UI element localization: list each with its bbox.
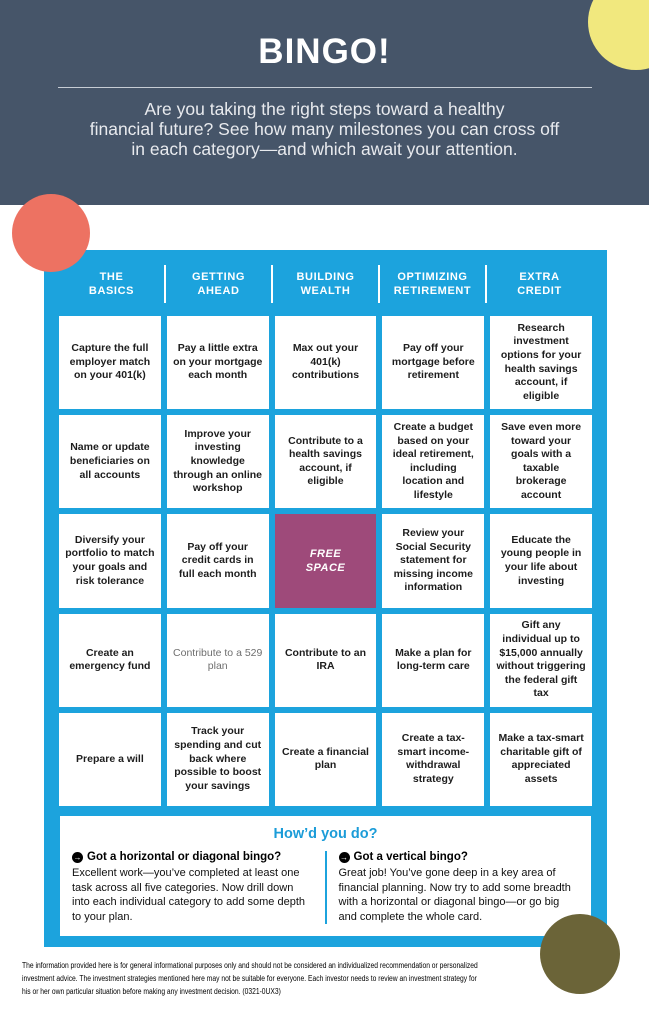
- column-header-optimizing-retirement: OPTIMIZING RETIREMENT: [393, 270, 472, 297]
- results-left-body: Excellent work—you’ve completed at least…: [72, 867, 305, 923]
- bingo-cell: Make a tax-smart charitable gift of appr…: [490, 712, 592, 806]
- arrow-right-circle-icon: →: [338, 851, 350, 863]
- decor-circle-coral: [12, 194, 90, 272]
- bingo-cell: Gift any individual up to $15,000 annual…: [490, 613, 592, 707]
- header-divider: [57, 87, 592, 88]
- bingo-grid: Capture the full employer match on your …: [44, 314, 607, 806]
- results-column-divider: [324, 851, 327, 925]
- column-header-the-basics: THE BASICS: [88, 270, 135, 297]
- bingo-cell: Capture the full employer match on your …: [59, 316, 161, 410]
- bingo-cell: Prepare a will: [59, 712, 161, 806]
- results-right-heading: → Got a vertical bingo?: [338, 851, 580, 863]
- bingo-cell: Save even more toward your goals with a …: [490, 415, 592, 509]
- bingo-cell: Make a plan for long-term care: [382, 613, 485, 707]
- results-left-heading: → Got a horizontal or diagonal bingo?: [72, 851, 313, 863]
- column-header-row: THE BASICS GETTING AHEAD BUILDING WEALTH…: [44, 250, 607, 314]
- bingo-cell: Review your Social Security statement fo…: [382, 514, 485, 608]
- column-separator: [378, 265, 380, 303]
- bingo-cell: Create a tax-smart income-withdrawal str…: [382, 712, 485, 806]
- page-subtitle: Are you taking the right steps toward a …: [89, 99, 560, 159]
- bingo-card: THE BASICS GETTING AHEAD BUILDING WEALTH…: [44, 250, 607, 947]
- bingo-cell: Pay a little extra on your mortgage each…: [166, 316, 269, 410]
- bingo-cell: Contribute to a health savings account, …: [274, 415, 377, 509]
- bingo-cell: Track your spending and cut back where p…: [166, 712, 269, 806]
- column-separator: [164, 265, 166, 303]
- results-right-column: → Got a vertical bingo? Great job! You’v…: [327, 851, 580, 924]
- page-title: BINGO!: [258, 32, 391, 71]
- bingo-cell: Contribute to an IRA: [274, 613, 377, 707]
- bingo-cell: Pay off your mortgage before retirement: [382, 316, 485, 410]
- bingo-cell: Educate the young people in your life ab…: [490, 514, 592, 608]
- bingo-cell: Research investment options for your hea…: [490, 316, 592, 410]
- results-right-body: Great job! You’ve gone deep in a key are…: [338, 867, 571, 923]
- results-panel: How’d you do? → Got a horizontal or diag…: [60, 816, 591, 937]
- bingo-cell: Create an emergency fund: [59, 613, 161, 707]
- results-right-heading-label: Got a vertical bingo?: [353, 851, 468, 863]
- bingo-cell: Improve your investing knowledge through…: [166, 415, 269, 509]
- column-header-getting-ahead: GETTING AHEAD: [191, 270, 246, 297]
- column-header-building-wealth: BUILDING WEALTH: [296, 270, 355, 297]
- results-title: How’d you do?: [273, 826, 378, 842]
- results-left-column: → Got a horizontal or diagonal bingo? Ex…: [72, 851, 325, 924]
- disclaimer-text: The information provided here is for gen…: [22, 961, 478, 996]
- bingo-cell: Create a financial plan: [274, 712, 377, 806]
- decor-circle-olive: [540, 914, 620, 994]
- free-space-cell: FREE SPACE: [274, 514, 377, 608]
- bingo-cell: Name or update beneficiaries on all acco…: [59, 415, 161, 509]
- column-header-extra-credit: EXTRA CREDIT: [517, 270, 562, 297]
- bingo-cell: Pay off your credit cards in full each m…: [166, 514, 269, 608]
- column-separator: [485, 265, 487, 303]
- bingo-cell: Contribute to a 529 plan: [166, 613, 269, 707]
- bingo-cell: Create a budget based on your ideal reti…: [382, 415, 485, 509]
- page-header: BINGO! Are you taking the right steps to…: [0, 0, 649, 205]
- column-separator: [271, 265, 273, 303]
- arrow-right-circle-icon: →: [72, 851, 83, 863]
- results-left-heading-label: Got a horizontal or diagonal bingo?: [87, 851, 282, 863]
- bingo-cell: Max out your 401(k) contributions: [274, 316, 377, 410]
- bingo-cell: Diversify your portfolio to match your g…: [59, 514, 161, 608]
